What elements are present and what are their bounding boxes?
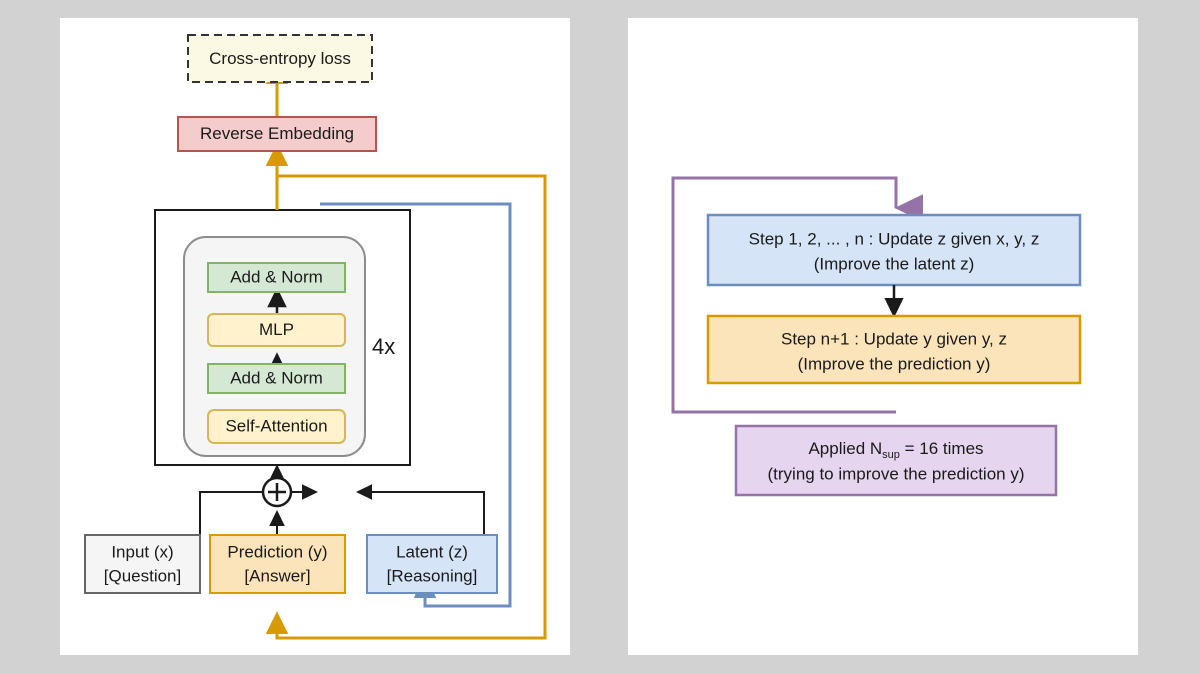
applied-count-line2: (trying to improve the prediction y) xyxy=(768,464,1025,483)
self-attention-box xyxy=(207,409,346,444)
reverse-embedding-label: Reverse Embedding xyxy=(200,124,354,143)
latent-to-sum-wire xyxy=(356,484,485,546)
step-z-label-line2: (Improve the latent z) xyxy=(814,254,975,273)
blue-feedback-wire xyxy=(320,202,512,608)
prediction-box xyxy=(209,534,346,594)
cross-entropy-loss-label: Cross-entropy loss xyxy=(209,49,351,68)
mlp-box xyxy=(207,313,346,347)
latent-label-line1: Latent (z) xyxy=(396,542,468,561)
mlp-label: MLP xyxy=(259,320,294,339)
self-attention-label: Self-Attention xyxy=(225,416,327,435)
applied-count-subscript: sup xyxy=(882,449,900,461)
purple-supervision-loop-wire xyxy=(671,176,923,414)
applied-count-line1: Applied Nsup = 16 times xyxy=(808,439,983,460)
step-y-box xyxy=(706,314,1082,385)
applied-count-prefix: Applied N xyxy=(808,439,882,458)
latent-label-line2: [Reasoning] xyxy=(387,566,478,585)
applied-count-box xyxy=(734,424,1058,497)
add-norm-bottom-box xyxy=(207,363,346,394)
cross-entropy-loss-box xyxy=(187,34,373,83)
step-z-box xyxy=(706,213,1082,287)
repeat-count-label: 4x xyxy=(372,334,395,359)
latent-box xyxy=(366,534,498,594)
input-label-line1: Input (x) xyxy=(111,542,173,561)
prediction-label-line2: [Answer] xyxy=(244,566,310,585)
add-norm-top-label: Add & Norm xyxy=(230,267,323,286)
left-diagram-svg: Cross-entropy loss Reverse Embedding Add… xyxy=(84,34,547,640)
right-panel: Step 1, 2, ... , n : Update z given x, y… xyxy=(628,18,1138,655)
input-box xyxy=(84,534,201,594)
reverse-embedding-box xyxy=(177,116,377,152)
input-label-line2: [Question] xyxy=(104,566,182,585)
add-norm-top-box xyxy=(207,262,346,293)
applied-count-suffix: = 16 times xyxy=(900,439,984,458)
add-norm-bottom-label: Add & Norm xyxy=(230,368,323,387)
left-panel: Cross-entropy loss Reverse Embedding Add… xyxy=(60,18,570,655)
right-diagram-svg: Step 1, 2, ... , n : Update z given x, y… xyxy=(671,176,1082,497)
prediction-label-line1: Prediction (y) xyxy=(227,542,327,561)
step-z-label-line1: Step 1, 2, ... , n : Update z given x, y… xyxy=(749,229,1040,248)
gold-feedback-wire xyxy=(265,174,547,640)
step-y-label-line1: Step n+1 : Update y given y, z xyxy=(781,329,1007,348)
step-y-label-line2: (Improve the prediction y) xyxy=(798,354,991,373)
